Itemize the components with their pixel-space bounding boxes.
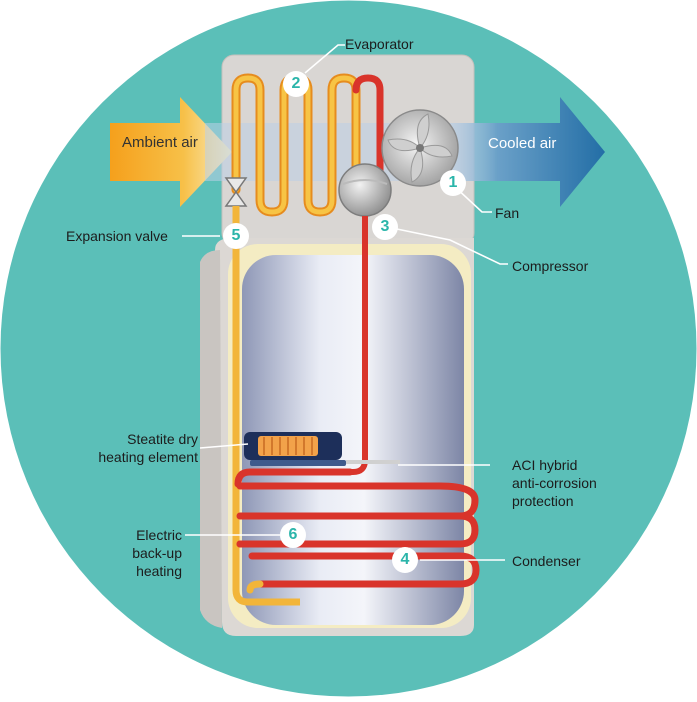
condenser-coil	[234, 468, 480, 594]
steatite-label-line1: Steatite dry	[127, 431, 198, 447]
aci-label-line1: ACI hybrid	[512, 457, 578, 473]
evaporator-label: Evaporator	[345, 36, 414, 52]
badge-fan: 1	[448, 174, 458, 191]
expansion-valve-label: Expansion valve	[66, 228, 168, 244]
fan	[381, 109, 459, 187]
electric-label-line1: Electric	[136, 527, 182, 543]
return-pipe	[232, 215, 300, 606]
badge-compressor: 3	[380, 218, 390, 235]
electric-label-line2: back-up	[132, 545, 182, 561]
aci-label-line2: anti-corrosion	[512, 475, 597, 491]
cooled-air-arrow	[440, 97, 605, 207]
badge-expansion-valve: 5	[231, 227, 241, 244]
badge-evaporator: 2	[291, 75, 301, 92]
tank-cabinet-side	[200, 250, 222, 628]
ambient-air-arrow	[110, 97, 232, 207]
electric-label-line3: heating	[136, 563, 182, 579]
steatite-heating-element	[244, 432, 346, 466]
badge-electric-heating: 6	[288, 526, 298, 543]
compressor	[338, 163, 392, 217]
badges	[223, 71, 466, 573]
condenser-label: Condenser	[512, 553, 581, 569]
badge-condenser: 4	[400, 551, 410, 568]
fan-label: Fan	[495, 205, 520, 221]
leader-lines	[182, 44, 508, 561]
cooled-air-label: Cooled air	[488, 135, 557, 152]
steatite-label-line2: heating element	[98, 449, 198, 465]
aci-label-line3: protection	[512, 493, 574, 509]
ambient-air-label: Ambient air	[122, 134, 198, 151]
compressor-label: Compressor	[512, 258, 589, 274]
